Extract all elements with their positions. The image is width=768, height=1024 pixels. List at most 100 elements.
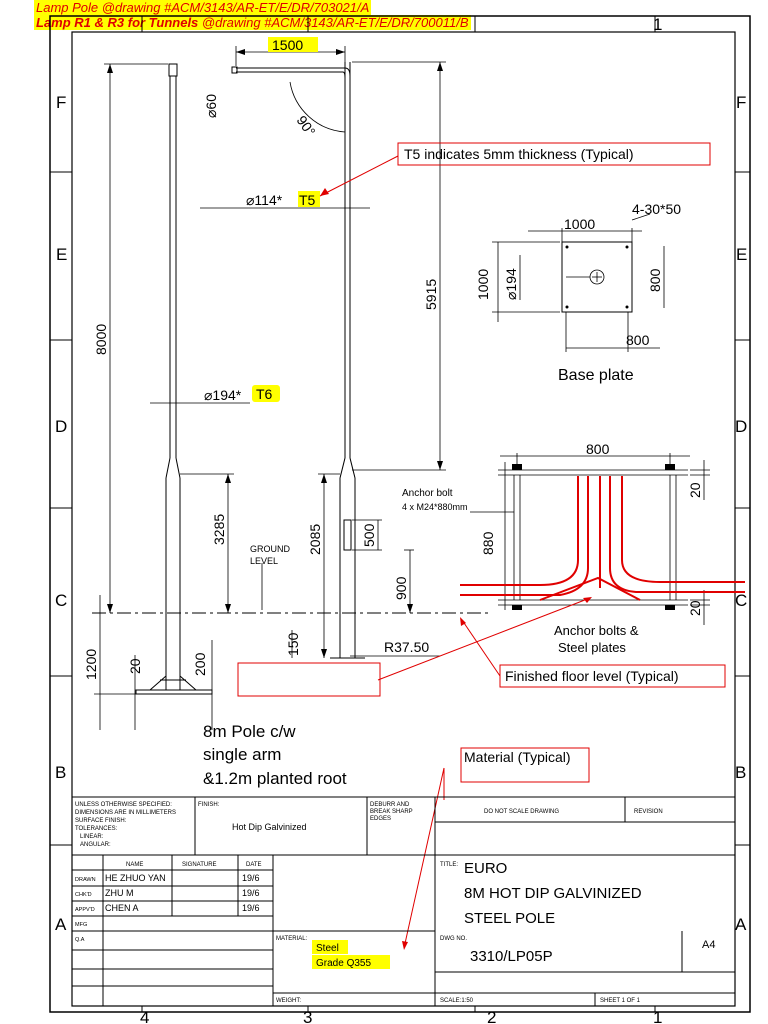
base-plate-plan [492, 213, 665, 352]
material-callout-text: Material (Typical) [464, 749, 571, 765]
angle-arc [289, 81, 346, 133]
dim-door-base: 900 [393, 576, 409, 600]
col-date: DATE [246, 862, 262, 868]
dim-door-size: 500 [361, 523, 377, 547]
lamp-head [168, 63, 178, 77]
col-name: NAME [126, 862, 143, 868]
ground-level-label-1: GROUND [250, 544, 290, 554]
dim-arm-length: 1500 [272, 37, 303, 53]
title-block-rows-0-name: HE ZHUO YAN [105, 873, 166, 883]
pole-desc-3: &1.2m planted root [203, 769, 347, 788]
zone-bottom-2: 2 [487, 1008, 496, 1024]
dim-upper-height: 5915 [423, 279, 439, 310]
dim-root: 1200 [83, 649, 99, 680]
title-line-1: EURO [464, 860, 507, 877]
base-plate-title: Base plate [558, 367, 634, 384]
dim-radius: R37.50 [384, 639, 429, 655]
header-reference-2: Lamp R1 & R3 for Tunnels @drawing #ACM/3… [34, 15, 471, 30]
arm-length-highlight [268, 37, 318, 52]
dim-arm-angle: 90° [294, 113, 319, 140]
revision-label: REVISION [634, 809, 663, 815]
anchor-bottom-t: 20 [687, 600, 703, 616]
title-block-unless-3: TOLERANCES: [75, 826, 118, 832]
zone-left-E: E [56, 245, 67, 264]
outer-frame [49, 15, 751, 1013]
dim-total-height: 8000 [93, 324, 109, 355]
dwg-number: 3310/LP05P [470, 948, 553, 965]
title-block-rows-3-role: MFG [75, 922, 87, 928]
dim-door-height: 2085 [307, 524, 323, 555]
title-block-rows-0-role: DRAWN [75, 877, 96, 883]
title-block-unless: UNLESS OTHERWISE SPECIFIED: DIMENSIONS A… [75, 802, 176, 848]
dimension-lines [94, 46, 446, 730]
base-plate-bolt-w: 800 [626, 332, 650, 348]
dim-upper-thickness: T5 [299, 192, 316, 208]
title-block-rows-2-name: CHEN A [105, 903, 139, 913]
title-line-2: 8M HOT DIP GALVINIZED [464, 885, 642, 902]
title-block-rows-1-date: 19/6 [242, 888, 260, 898]
title-line-3: STEEL POLE [464, 910, 555, 927]
ffl-callout-text: Finished floor level (Typical) [505, 668, 679, 684]
base-plate-height: 1000 [475, 269, 491, 300]
zone-right-D: D [735, 417, 747, 436]
zone-right-C: C [735, 591, 747, 610]
zone-ticks [50, 16, 750, 1012]
dwg-label: DWG NO. [440, 936, 467, 942]
t5-callout-text: T5 indicates 5mm thickness (Typical) [404, 146, 634, 162]
dim-lower-dia: ⌀194* [204, 387, 242, 403]
title-block-unless-5: ANGULAR: [80, 842, 111, 848]
approval-rows: DRAWN HE ZHUO YAN 19/6 CHK'D ZHU M 19/6 … [75, 873, 260, 943]
zone-right-E: E [736, 245, 747, 264]
title-block-rows-0-date: 19/6 [242, 873, 260, 883]
t6-highlight [252, 385, 280, 402]
title-block-unless-1: DIMENSIONS ARE IN MILLIMETERS [75, 810, 176, 816]
title-block-rows-2-role: APPV'D [75, 907, 95, 913]
dim-upper-dia: ⌀114* [246, 192, 283, 208]
t5-highlight [298, 191, 320, 207]
col-signature: SIGNATURE [182, 862, 217, 868]
ground-level-label-2: LEVEL [250, 556, 278, 566]
anchor-width: 800 [586, 441, 610, 457]
base-plate-outline [561, 241, 633, 313]
zone-right-B: B [735, 763, 746, 782]
anchor-bolt-spec: 4 x M24*880mm [402, 502, 468, 512]
title-block-rows-2-date: 19/6 [242, 903, 260, 913]
deburr-1: DEBURR AND [370, 802, 410, 808]
zone-top-1: 1 [653, 15, 662, 34]
finish-value: Hot Dip Galvinized [232, 822, 307, 832]
material-highlight-2 [312, 955, 390, 969]
header-reference-1: Lamp Pole @drawing #ACM/3143/AR-ET/E/DR/… [34, 0, 372, 15]
no-scale: DO NOT SCALE DRAWING [484, 809, 559, 815]
material-label: MATERIAL: [276, 936, 308, 942]
base-plate-slot: 4-30*50 [632, 201, 681, 217]
deburr-3: EDGES [370, 816, 391, 822]
anchor-caption-2: Steel plates [558, 640, 626, 655]
zone-left-D: D [55, 417, 67, 436]
base-plate-width: 1000 [564, 216, 595, 232]
title-block-rows-1-role: CHK'D [75, 892, 92, 898]
base-plate-bolt-h: 800 [647, 268, 663, 292]
dim-lower-height: 3285 [211, 514, 227, 545]
material-grade: Grade Q355 [316, 958, 371, 969]
anchor-caption-1: Anchor bolts & [554, 623, 639, 638]
header-line-2-bold: Lamp R1 & R3 for Tunnels [36, 15, 199, 30]
title-block-rows-4-role: Q.A [75, 937, 85, 943]
zone-bottom-1: 1 [653, 1008, 662, 1024]
header-line-1: Lamp Pole @drawing #ACM/3143/AR-ET/E/DR/… [36, 0, 370, 15]
zone-left-B: B [55, 763, 66, 782]
inner-frame [71, 31, 736, 1007]
t5-callout-box [397, 142, 711, 166]
red-callouts [237, 142, 726, 949]
material-highlight-1 [312, 940, 348, 954]
sheet-size: A4 [702, 939, 715, 951]
anchor-bolt-label: Anchor bolt [402, 488, 453, 499]
title-block-unless-0: UNLESS OTHERWISE SPECIFIED: [75, 802, 172, 808]
side-base-plate [135, 689, 213, 695]
anchor-height: 880 [480, 531, 496, 555]
front-pole [231, 62, 365, 659]
deburr-2: BREAK SHARP [370, 809, 413, 815]
base-plate-hole-dia: ⌀194 [503, 268, 519, 300]
material-callout-box [460, 747, 590, 783]
zone-right-F: F [736, 93, 746, 112]
